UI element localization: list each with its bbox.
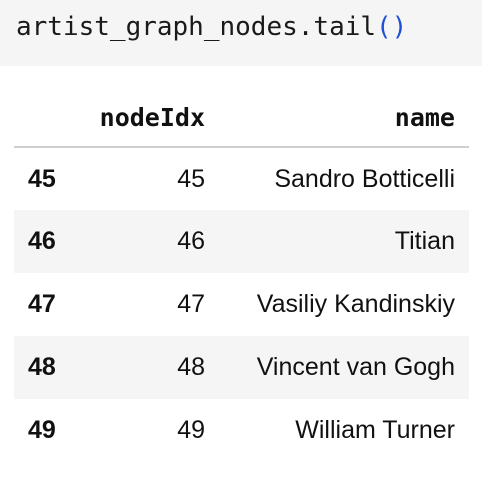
- code-cell-input[interactable]: artist_graph_nodes.tail(): [0, 0, 482, 66]
- table-row: 48 48 Vincent van Gogh: [14, 336, 469, 399]
- column-header-name: name: [219, 88, 469, 148]
- cell-nodeidx: 45: [177, 164, 205, 193]
- table-row: 46 46 Titian: [14, 210, 469, 273]
- row-index: 48: [28, 353, 56, 381]
- cell-nodeidx: 46: [177, 227, 205, 255]
- row-index: 45: [28, 164, 56, 193]
- cell-output: nodeIdx name 45 45 Sandro Botticelli 46 …: [14, 88, 469, 462]
- table-row: 49 49 William Turner: [14, 399, 469, 462]
- cell-nodeidx: 47: [177, 290, 205, 318]
- cell-nodeidx: 48: [177, 353, 205, 381]
- cell-nodeidx: 49: [177, 416, 205, 444]
- code-expression: artist_graph_nodes.tail: [16, 12, 377, 42]
- cell-name: Vincent van Gogh: [256, 353, 455, 381]
- cell-name: Vasiliy Kandinskiy: [256, 290, 455, 318]
- index-header: [14, 88, 84, 148]
- table-row: 47 47 Vasiliy Kandinskiy: [14, 273, 469, 336]
- row-index: 46: [28, 227, 56, 255]
- code-line: artist_graph_nodes.tail(): [16, 10, 407, 44]
- cell-name: Titian: [394, 227, 455, 255]
- code-parens: (): [376, 12, 408, 42]
- table-row: 45 45 Sandro Botticelli: [14, 147, 469, 210]
- row-index: 47: [28, 290, 56, 318]
- row-index: 49: [28, 416, 56, 444]
- column-header-nodeidx: nodeIdx: [84, 88, 219, 148]
- table-header-row: nodeIdx name: [14, 88, 469, 148]
- cell-name: Sandro Botticelli: [274, 164, 455, 193]
- cell-name: William Turner: [295, 416, 455, 444]
- dataframe-table: nodeIdx name 45 45 Sandro Botticelli 46 …: [14, 88, 469, 462]
